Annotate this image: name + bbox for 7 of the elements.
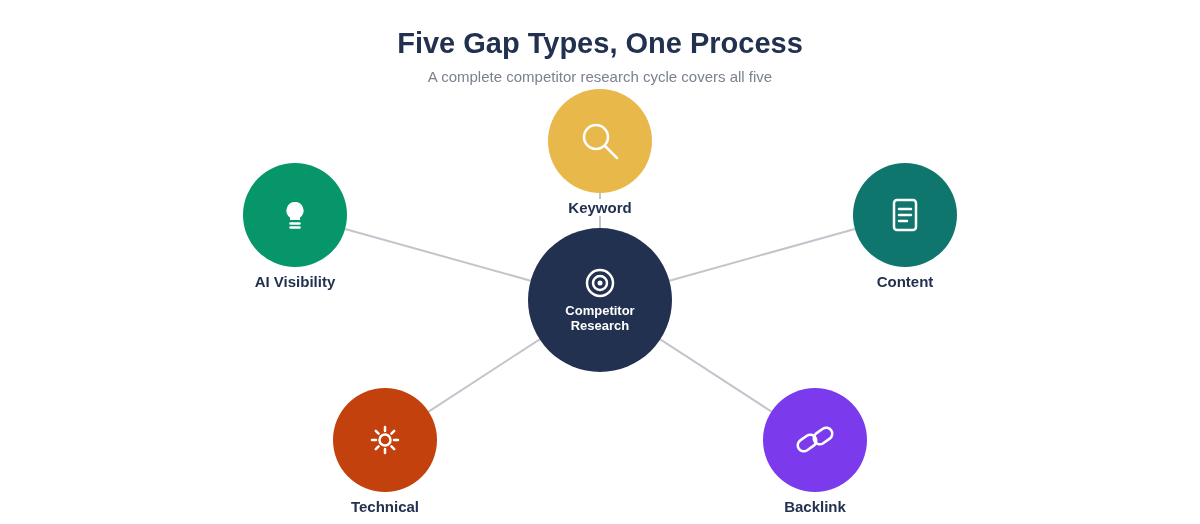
connector-line	[427, 338, 541, 413]
connector-line	[344, 228, 532, 282]
connector-line	[659, 338, 773, 413]
hub-label: Competitor Research	[564, 303, 636, 333]
diagram-title: Five Gap Types, One Process	[396, 27, 804, 60]
diagram-subtitle: A complete competitor research cycle covers all five	[426, 68, 774, 85]
connector-line	[668, 228, 856, 282]
